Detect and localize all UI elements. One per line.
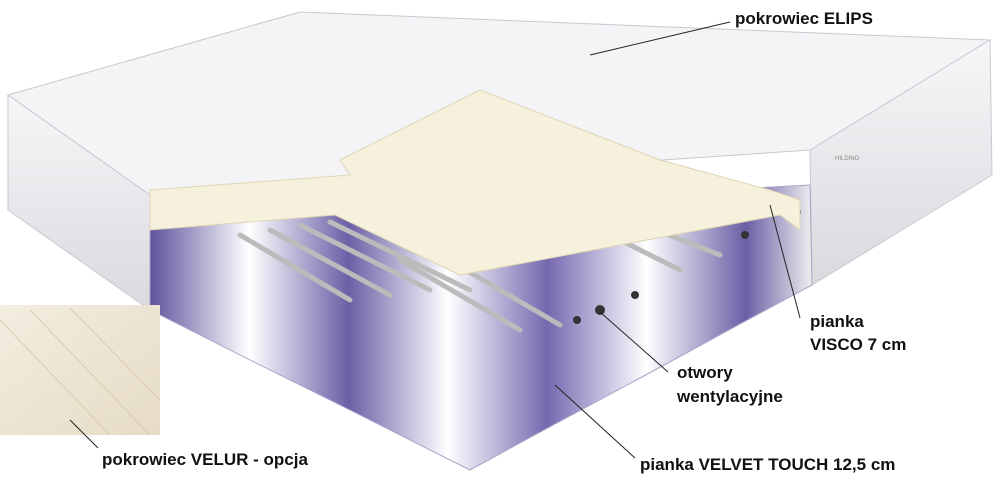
- label-vents-2: wentylacyjne: [677, 387, 783, 406]
- velur-swatch: [0, 305, 160, 435]
- label-visco-1: pianka: [810, 312, 864, 331]
- visco-layer: [149, 89, 801, 276]
- velur-texture: [0, 307, 161, 436]
- label-vents-1: otwory: [677, 363, 733, 382]
- label-visco-2: VISCO 7 cm: [810, 335, 907, 354]
- logo-text: HILDING: [835, 156, 860, 162]
- label-pokrowiec-elips: pokrowiec ELIPS: [735, 9, 873, 28]
- leader-lines: [69, 21, 801, 459]
- label-velur: pokrowiec VELUR - opcja: [102, 450, 308, 469]
- label-velvet-touch: pianka VELVET TOUCH 12,5 cm: [640, 455, 896, 474]
